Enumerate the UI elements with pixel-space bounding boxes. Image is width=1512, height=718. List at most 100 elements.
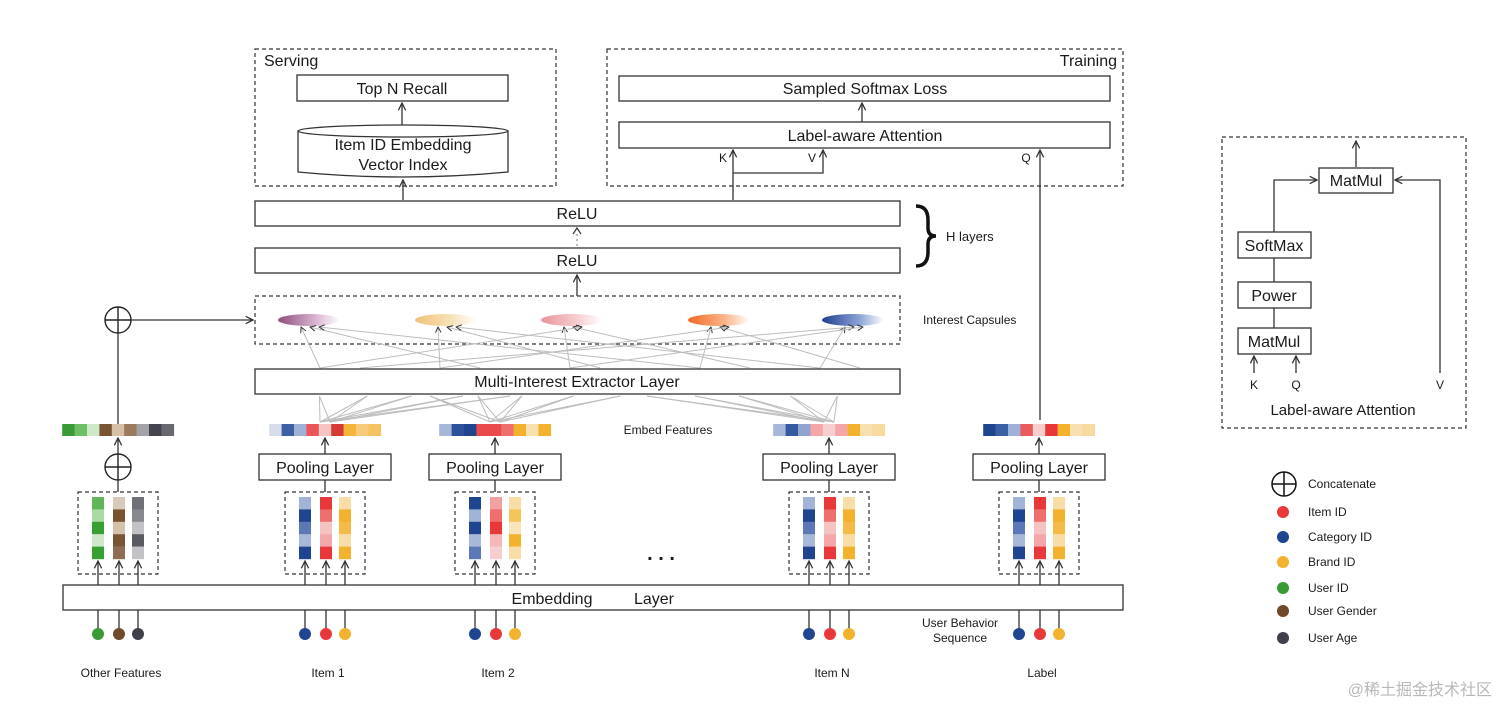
feature-column-cell	[299, 521, 311, 535]
embedding-strip-cell	[62, 424, 75, 436]
embedding-strip-cell	[464, 424, 477, 436]
feature-column-cell	[1053, 546, 1065, 560]
feature-column-cell	[843, 497, 855, 510]
training-v-label: V	[808, 151, 816, 165]
embedding-layer-box	[62, 584, 1124, 611]
feature-column-cell	[1034, 497, 1046, 510]
routing-line	[318, 395, 321, 423]
legend-item: Concatenate	[1271, 471, 1376, 497]
routing-line	[429, 395, 491, 423]
feature-column-cell	[1013, 509, 1025, 522]
softmax-to-matmul-arrow	[1273, 180, 1317, 232]
group-label: Other Features	[81, 666, 162, 680]
legend-item: User ID	[1277, 581, 1349, 595]
v-arrow	[733, 150, 823, 174]
feature-column-cell	[92, 534, 104, 547]
top-n-recall-label: Top N Recall	[357, 81, 448, 98]
embedding-strip-cell	[451, 424, 465, 436]
index-label-line2: Vector Index	[359, 157, 448, 174]
legend-color-dot	[1277, 531, 1289, 543]
matmul-top-label: MatMul	[1330, 173, 1382, 190]
embedding-strip-cell	[1032, 424, 1046, 436]
routing-line	[329, 395, 510, 423]
feature-column-cell	[1053, 509, 1065, 522]
relu-bottom-box	[254, 247, 901, 274]
legend-label: User Gender	[1308, 604, 1377, 618]
index-label-line1: Item ID Embedding	[335, 137, 472, 154]
pooling-layer-box	[258, 453, 392, 481]
embedding-strip-cell	[847, 424, 861, 436]
embedding-strip-cell	[306, 424, 320, 436]
feature-column-cell	[509, 521, 521, 535]
training-title: Training	[1060, 53, 1117, 70]
feature-column-cell	[469, 497, 481, 510]
capsule-routing-line	[569, 327, 863, 369]
routing-line	[489, 395, 523, 423]
routing-line	[646, 395, 835, 423]
routing-line	[318, 395, 331, 423]
input-feature-dot	[1053, 628, 1065, 640]
pooling-layer-label: Pooling Layer	[446, 460, 545, 477]
embedding-strip-cell	[488, 424, 502, 436]
label-aware-attention-detail: MatMul SoftMax Power MatMul K Q V Label-…	[1221, 136, 1467, 429]
feature-column-cell	[1034, 521, 1046, 535]
multi-interest-extractor-label: Multi-Interest Extractor Layer	[474, 374, 680, 391]
embedding-strip-cell	[785, 424, 799, 436]
capsule-routing-line	[439, 327, 729, 369]
feature-column-cell	[824, 521, 836, 535]
input-feature-dot	[843, 628, 855, 640]
feature-column-cell	[803, 546, 815, 560]
feature-column-cell	[843, 509, 855, 522]
feature-column-cell	[320, 546, 332, 560]
capsules-panel-border	[254, 295, 901, 345]
routing-line	[329, 395, 412, 423]
feature-column-cell	[92, 509, 104, 522]
cylinder-body	[297, 131, 509, 178]
embedding-strip-cell	[294, 424, 307, 436]
feature-column-cell	[1053, 521, 1065, 535]
legend-label: User ID	[1308, 581, 1349, 595]
capsule-routing-line	[699, 327, 711, 369]
input-feature-dot	[803, 628, 815, 640]
feature-column-cell	[132, 546, 144, 560]
feature-column-cell	[803, 534, 815, 547]
embedding-strip-cell	[149, 424, 162, 436]
routing-line	[499, 395, 523, 423]
capsule-routing-line	[447, 327, 601, 369]
embed-features-label: Embed Features	[624, 423, 713, 437]
input-feature-dot	[469, 628, 481, 640]
behavior-sequence-line2: Sequence	[933, 631, 987, 645]
feature-column-cell	[509, 509, 521, 522]
label-aware-attention-label: Label-aware Attention	[788, 128, 943, 145]
feature-column-cell	[132, 534, 144, 547]
capsule-routing-line	[359, 327, 854, 369]
embedding-strip-cell	[87, 424, 100, 436]
embedding-strip-cell	[872, 424, 886, 436]
embedding-strip-cell	[860, 424, 873, 436]
capsule-routing-line	[720, 327, 861, 369]
other-features-concat-path	[104, 306, 253, 492]
feature-column-cell	[469, 534, 481, 547]
relu-top-box	[254, 200, 901, 227]
embedding-strip-cell	[773, 424, 786, 436]
matmul-top-box	[1318, 167, 1394, 194]
feature-column-cell	[113, 509, 125, 522]
feature-column-cell	[339, 497, 351, 510]
feature-column-cell	[1013, 521, 1025, 535]
routing-line	[319, 395, 412, 423]
feature-column-cell	[320, 497, 332, 510]
capsule-routing-line	[319, 327, 582, 369]
feature-column-cell	[113, 497, 125, 510]
attention-detail-border	[1221, 136, 1467, 429]
legend-item: User Gender	[1277, 604, 1377, 618]
watermark: @稀土掘金技术社区	[1348, 681, 1492, 699]
embedding-strip-cell	[983, 424, 996, 436]
input-feature-dot	[490, 628, 502, 640]
h-layers-brace-icon	[915, 204, 937, 268]
serving-title: Serving	[264, 53, 318, 70]
sampled-softmax-loss-label: Sampled Softmax Loss	[783, 81, 948, 98]
